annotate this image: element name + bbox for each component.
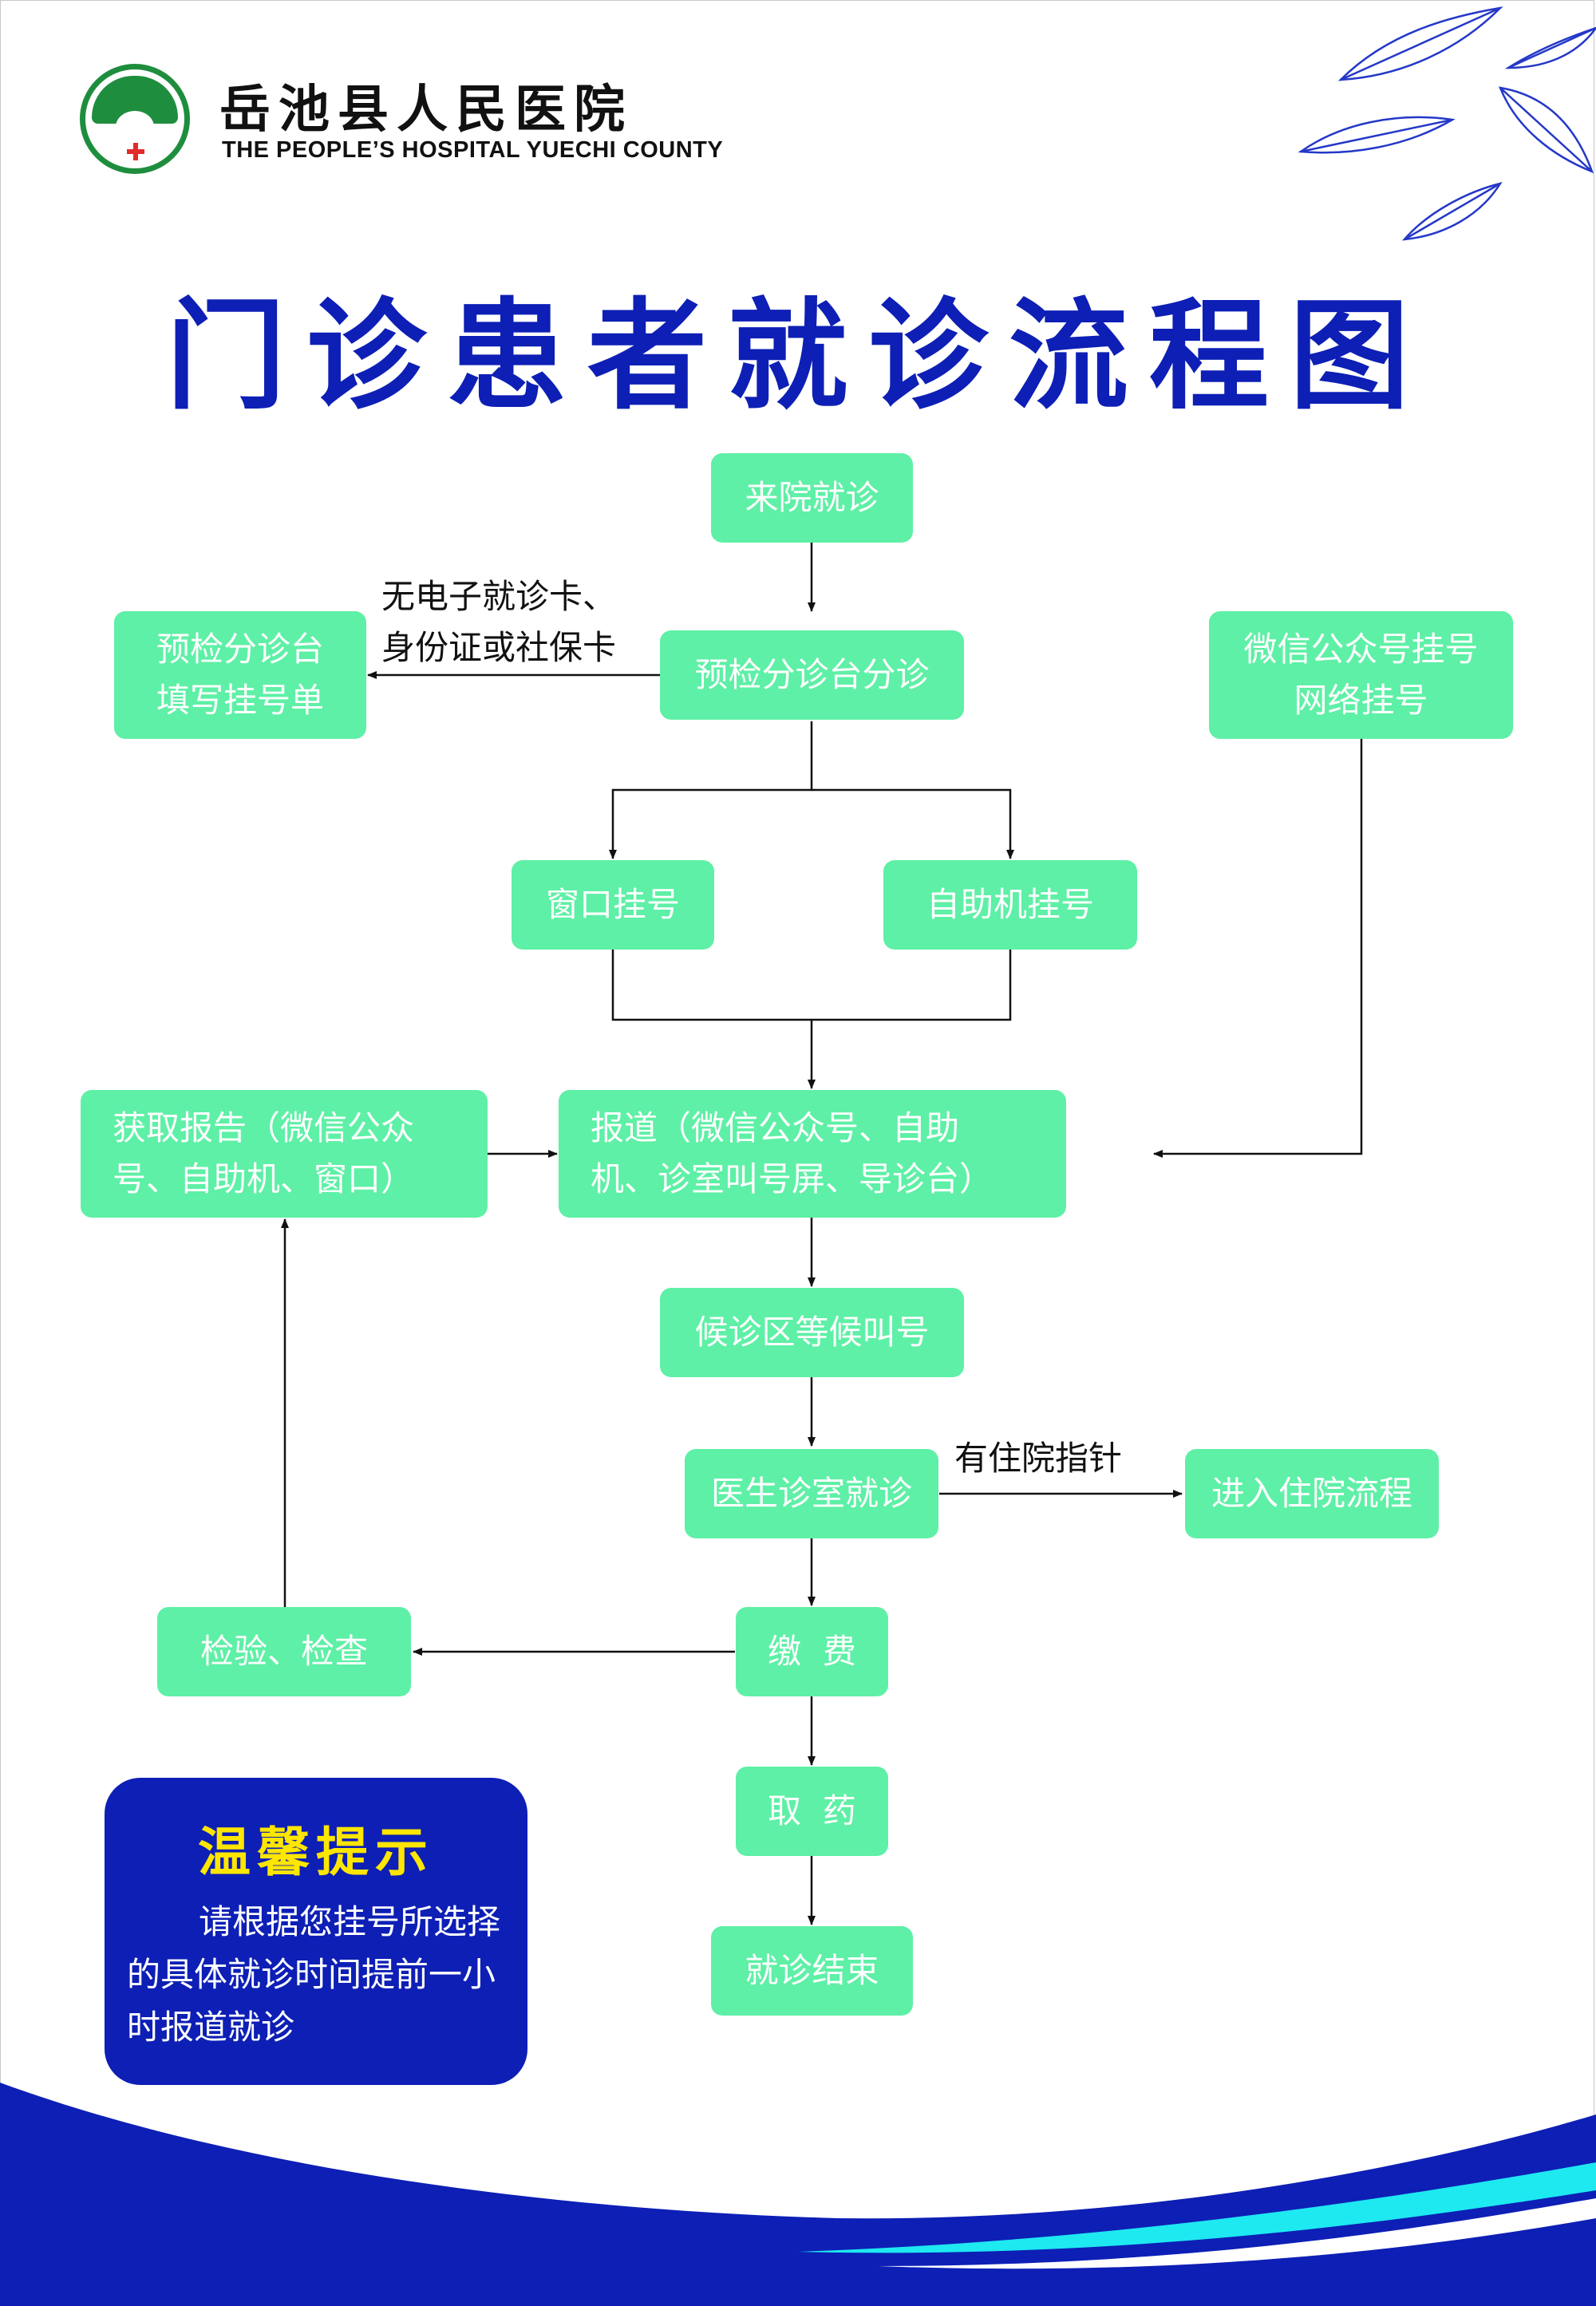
leaves-decoration-icon <box>1298 6 1596 241</box>
tip-title: 温馨提示 <box>198 1822 434 1883</box>
node-payment: 缴 费 <box>736 1607 888 1696</box>
arrow-to-window <box>609 721 813 859</box>
hospital-name-cn: 岳池县人民医院 <box>219 80 633 140</box>
node-admission: 进入住院流程 <box>1185 1449 1439 1538</box>
node-window-registration: 窗口挂号 <box>512 860 714 950</box>
tip-body: 请根据您挂号所选择的具体就诊时间提前一小时报道就诊 <box>127 1902 501 2047</box>
node-get-report: 获取报告（微信公众 号、自助机、窗口） <box>81 1090 488 1218</box>
hospital-logo <box>80 64 190 174</box>
node-online-registration: 微信公众号挂号 网络挂号 <box>1209 611 1513 739</box>
node-triage: 预检分诊台分诊 <box>660 630 964 720</box>
bottom-wave-decoration <box>0 2083 1596 2306</box>
node-waiting: 候诊区等候叫号 <box>660 1288 964 1377</box>
label-admission-indication: 有住院指针 <box>954 1439 1123 1478</box>
node-pharmacy: 取 药 <box>736 1767 888 1856</box>
arrow-to-kiosk <box>812 788 1014 859</box>
node-tests: 检验、检查 <box>157 1607 411 1696</box>
arrow-online-to-checkin <box>1153 739 1363 1158</box>
dove-icon <box>116 111 154 143</box>
node-arrive: 来院就诊 <box>711 453 913 543</box>
hospital-name-en: THE PEOPLE’S HOSPITAL YUECHI COUNTY <box>222 137 724 163</box>
node-check-in: 报道（微信公众号、自助 机、诊室叫号屏、导诊台） <box>559 1090 1066 1218</box>
page-title: 门诊患者就诊流程图 <box>165 287 1430 426</box>
label-no-card: 无电子就诊卡、 身份证或社保卡 <box>381 577 617 667</box>
node-triage-form: 预检分诊台 填写挂号单 <box>114 611 366 739</box>
node-doctor-visit: 医生诊室就诊 <box>685 1449 938 1538</box>
node-kiosk-registration: 自助机挂号 <box>883 860 1137 950</box>
merge-line <box>611 950 1012 1021</box>
tip-box: 温馨提示 请根据您挂号所选择的具体就诊时间提前一小时报道就诊 <box>105 1778 527 2085</box>
red-cross-icon <box>127 143 144 160</box>
node-end: 就诊结束 <box>711 1926 913 2016</box>
